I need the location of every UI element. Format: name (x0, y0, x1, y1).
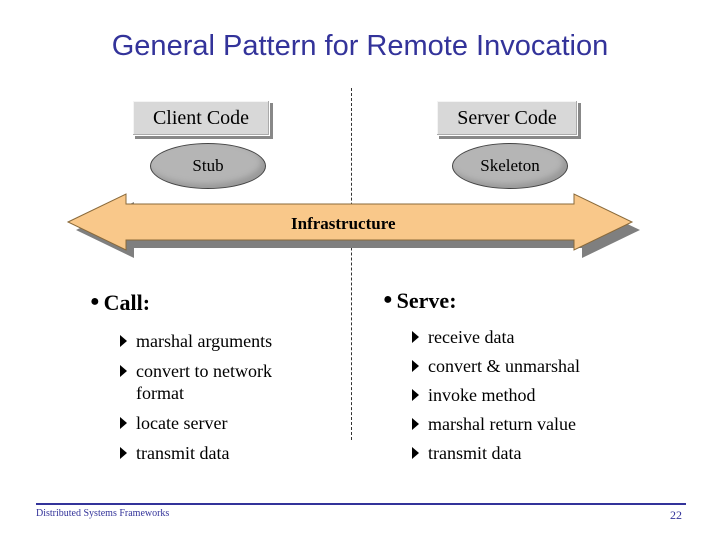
client-code-box: Client Code (132, 100, 270, 136)
skeleton-ellipse: Skeleton (452, 143, 568, 189)
list-item: marshal arguments (116, 330, 316, 352)
infrastructure-label: Infrastructure (291, 214, 396, 233)
footer-rule (36, 503, 686, 505)
list-item: receive data (408, 326, 648, 348)
list-item: transmit data (408, 442, 648, 464)
slide-title: General Pattern for Remote Invocation (111, 30, 609, 62)
list-item: marshal return value (408, 413, 648, 435)
bullet-icon: ● (90, 293, 100, 310)
serve-heading: ●Serve: (383, 288, 457, 313)
call-list: marshal arguments convert to network for… (116, 330, 316, 472)
serve-list: receive data convert & unmarshal invoke … (408, 326, 648, 472)
bullet-icon: ● (383, 291, 393, 308)
call-heading: ●Call: (90, 290, 151, 315)
list-item: locate server (116, 412, 316, 434)
stub-ellipse: Stub (150, 143, 266, 189)
list-item: transmit data (116, 442, 316, 464)
list-item: convert to network format (116, 360, 306, 404)
footer-text: Distributed Systems Frameworks (36, 508, 170, 519)
list-item: invoke method (408, 384, 648, 406)
infrastructure-arrow (66, 193, 640, 258)
server-code-box: Server Code (436, 100, 578, 136)
list-item: convert & unmarshal (408, 355, 648, 377)
vertical-divider (351, 88, 352, 440)
page-number: 22 (670, 508, 682, 522)
